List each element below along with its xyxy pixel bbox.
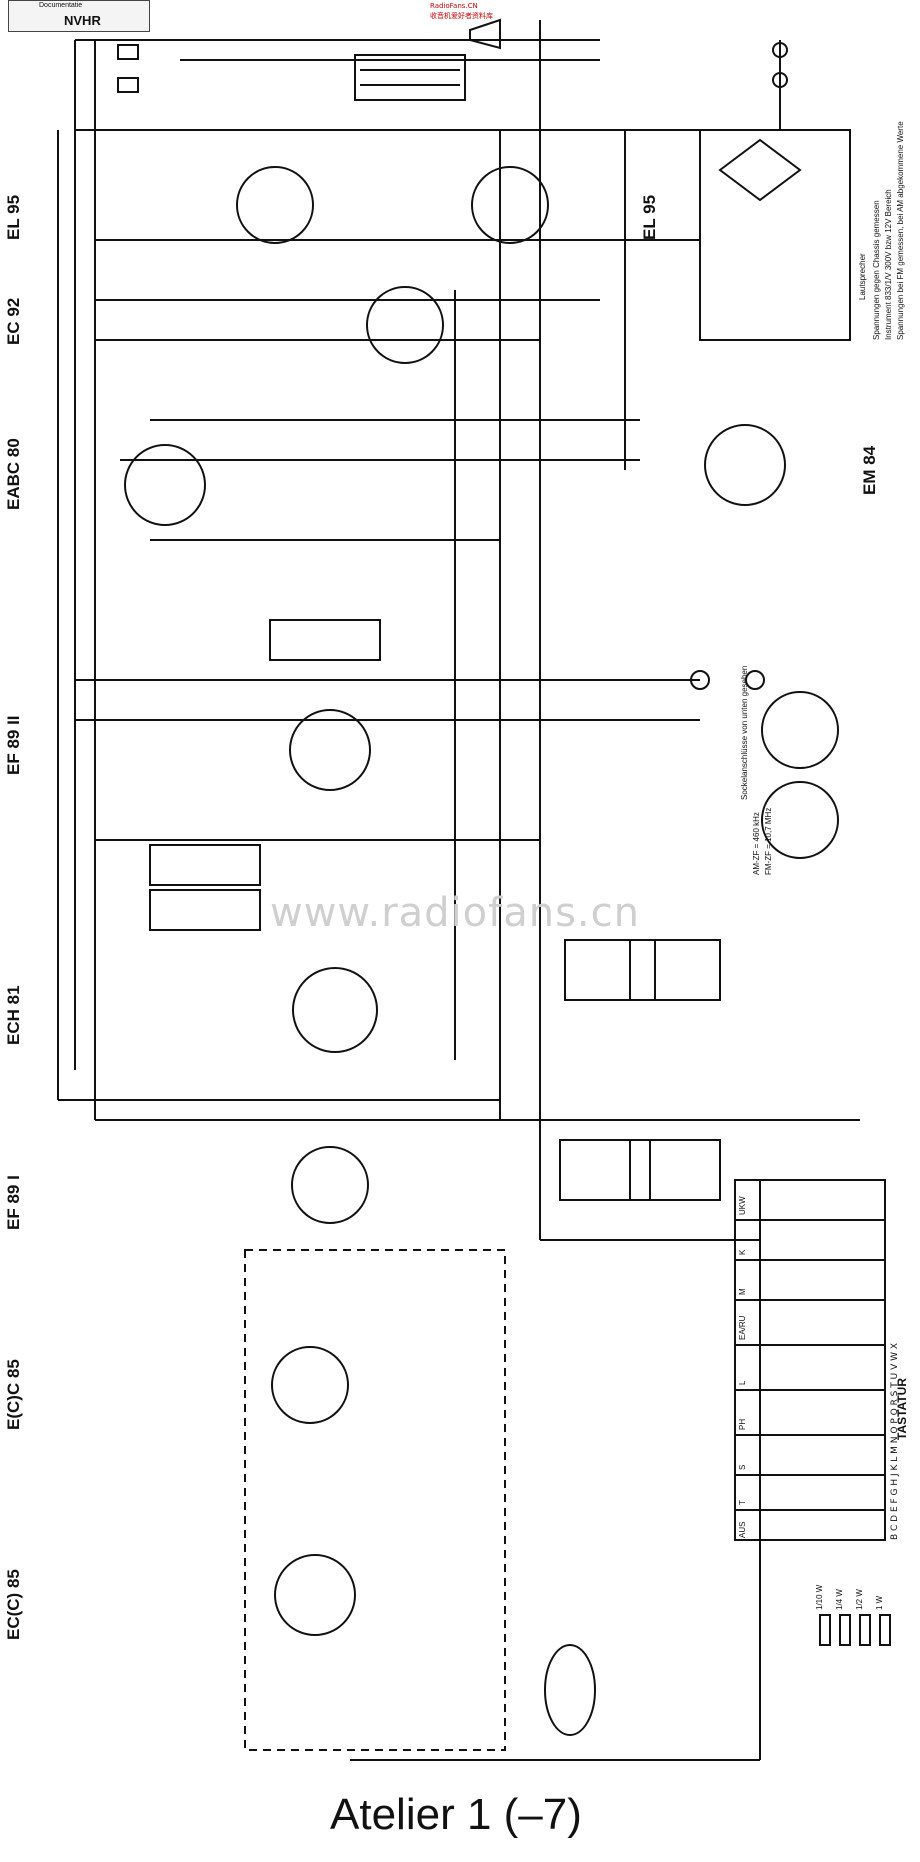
tube-label-el95: EL 95	[4, 194, 23, 240]
legend-1-2w: 1/2 W	[855, 1589, 864, 1610]
nvhr-logo-stamp: Documentatie NVHR	[8, 0, 150, 32]
tube-label-ef89-i: EF 89 I	[4, 1175, 23, 1230]
key-t: T	[738, 1500, 747, 1505]
schematic-title: Atelier 1 (–7)	[330, 1790, 582, 1839]
right-label-el95: EL 95	[640, 194, 659, 240]
key-ph: PH	[738, 1418, 747, 1430]
key-s: S	[738, 1464, 747, 1470]
key-m: M	[738, 1288, 747, 1295]
legend-1-10w: 1/10 W	[815, 1584, 824, 1610]
tube-label-ecc85-a: E(C)C 85	[4, 1359, 23, 1430]
key-l: L	[738, 1380, 747, 1385]
key-ukw: UKW	[738, 1196, 747, 1215]
note-voltage-3: Spannungen bei FM gemessen, bei AM abgek…	[896, 121, 905, 340]
watermark-text: www.radiofans.cn	[270, 890, 640, 936]
right-label-em84: EM 84	[860, 445, 879, 495]
note-lautsprecher: Lautsprecher	[858, 253, 867, 300]
source-top: RadioFans.CN	[430, 2, 478, 10]
logo-name: NVHR	[64, 13, 101, 28]
tube-label-ef89-ii: EF 89 II	[4, 715, 23, 775]
note-socket: Sockelanschlüsse von unten gesehen	[740, 665, 749, 800]
tube-label-ech81: ECH 81	[4, 985, 23, 1045]
logo-top-text: Documentatie	[39, 2, 83, 9]
tube-label-ecc85-b: EC(C) 85	[4, 1569, 23, 1640]
tube-label-ec92: EC 92	[4, 297, 23, 345]
legend-1-4w: 1/4 W	[835, 1589, 844, 1610]
key-ea-ru: EA/RU	[738, 1315, 747, 1340]
tube-label-eabc80: EABC 80	[4, 438, 23, 510]
note-voltage-2: Instrument 833/1/V 300V bzw 12V Bereich	[884, 189, 893, 340]
note-if-am: AM-ZF = 460 kHz	[752, 812, 761, 875]
legend-1w: 1 W	[875, 1595, 884, 1610]
key-k: K	[738, 1249, 747, 1255]
key-aus: AUS	[738, 1521, 747, 1538]
note-voltage-1: Spannungen gegen Chassis gemessen	[872, 200, 881, 340]
note-if-fm: FM-ZF = 10,7 MHz	[764, 807, 773, 875]
source-sub: 收音机爱好者资料库	[430, 12, 493, 20]
key-letters: B C D E F G H J K L M N O P Q R S T U V …	[890, 1342, 900, 1540]
